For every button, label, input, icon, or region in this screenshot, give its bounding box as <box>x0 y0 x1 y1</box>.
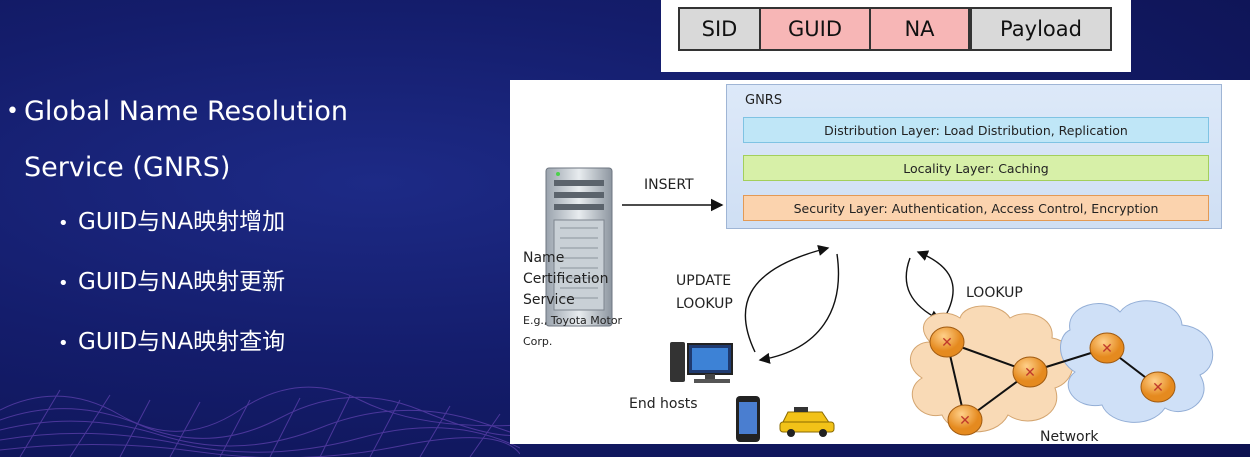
sub-bullet-update: • GUID与NA映射更新 <box>58 262 285 296</box>
svg-text:✕: ✕ <box>1024 365 1036 381</box>
sub-bullet-text: GUID与NA映射增加 <box>78 209 286 235</box>
update-arrow <box>744 244 830 353</box>
router-icon: ✕ <box>1140 371 1176 403</box>
packet-field-sid: SID <box>678 7 761 51</box>
main-bullet-line2: Service (GNRS) <box>24 152 231 183</box>
lookup-label-left: LOOKUP <box>676 296 733 312</box>
cert-example-line2: Corp. <box>523 335 553 348</box>
bullet-dot-icon: • <box>58 273 69 294</box>
bullet-dot-icon: • <box>58 333 69 354</box>
gnrs-diagram: ✕ ✕ ✕ ✕ ✕ GNRS Distribution Layer: Load … <box>510 80 1250 445</box>
gnrs-box: GNRS Distribution Layer: Load Distributi… <box>726 84 1222 229</box>
taxi-car-icon <box>779 407 835 437</box>
router-icon: ✕ <box>1012 356 1048 388</box>
insert-label: INSERT <box>644 177 694 193</box>
server-icon <box>545 167 613 327</box>
packet-field-na: NA <box>869 7 970 51</box>
router-icon: ✕ <box>1089 332 1125 364</box>
sub-bullet-lookup: • GUID与NA映射查询 <box>58 322 285 356</box>
svg-text:✕: ✕ <box>1101 341 1113 357</box>
cert-service-line2: Certification <box>523 271 609 287</box>
cert-example-line1: E.g., Toyota Motor <box>523 314 623 327</box>
network-label: Network <box>1040 429 1099 445</box>
sub-bullet-text: GUID与NA映射查询 <box>78 329 286 355</box>
sub-bullet-insert: • GUID与NA映射增加 <box>58 202 285 236</box>
network-cloud-right <box>1060 300 1214 423</box>
update-label: UPDATE <box>676 273 732 289</box>
distribution-layer: Distribution Layer: Load Distribution, R… <box>743 117 1209 143</box>
lookup-return-arrow-right <box>905 257 942 321</box>
desktop-computer-icon <box>670 342 733 383</box>
svg-text:✕: ✕ <box>959 413 971 429</box>
svg-text:✕: ✕ <box>941 335 953 351</box>
end-hosts-label: End hosts <box>629 396 698 412</box>
locality-layer: Locality Layer: Caching <box>743 155 1209 181</box>
wave-mesh-decoration <box>0 386 520 457</box>
lookup-return-arrow <box>758 253 840 364</box>
cert-service-line3: Service <box>523 292 575 308</box>
smartphone-icon <box>736 396 760 442</box>
main-bullet-line1: Global Name Resolution <box>24 96 349 127</box>
network-cloud-left <box>910 305 1074 433</box>
packet-header-box: SID GUID NA Payload <box>661 0 1131 72</box>
bullet-dot-icon: • <box>6 99 19 124</box>
lookup-arrow <box>916 250 954 323</box>
gnrs-title: GNRS <box>745 93 783 108</box>
packet-field-payload: Payload <box>970 7 1112 51</box>
router-icon: ✕ <box>947 404 983 436</box>
diagram-graphics: ✕ ✕ ✕ ✕ ✕ <box>545 167 1214 442</box>
sub-bullet-text: GUID与NA映射更新 <box>78 269 286 295</box>
security-layer: Security Layer: Authentication, Access C… <box>743 195 1209 221</box>
router-icon: ✕ <box>929 326 965 358</box>
lookup-label-right: LOOKUP <box>966 285 1023 301</box>
packet-field-guid: GUID <box>759 7 871 51</box>
bullet-dot-icon: • <box>58 213 69 234</box>
svg-text:✕: ✕ <box>1152 380 1164 396</box>
cert-service-line1: Name <box>523 250 565 266</box>
